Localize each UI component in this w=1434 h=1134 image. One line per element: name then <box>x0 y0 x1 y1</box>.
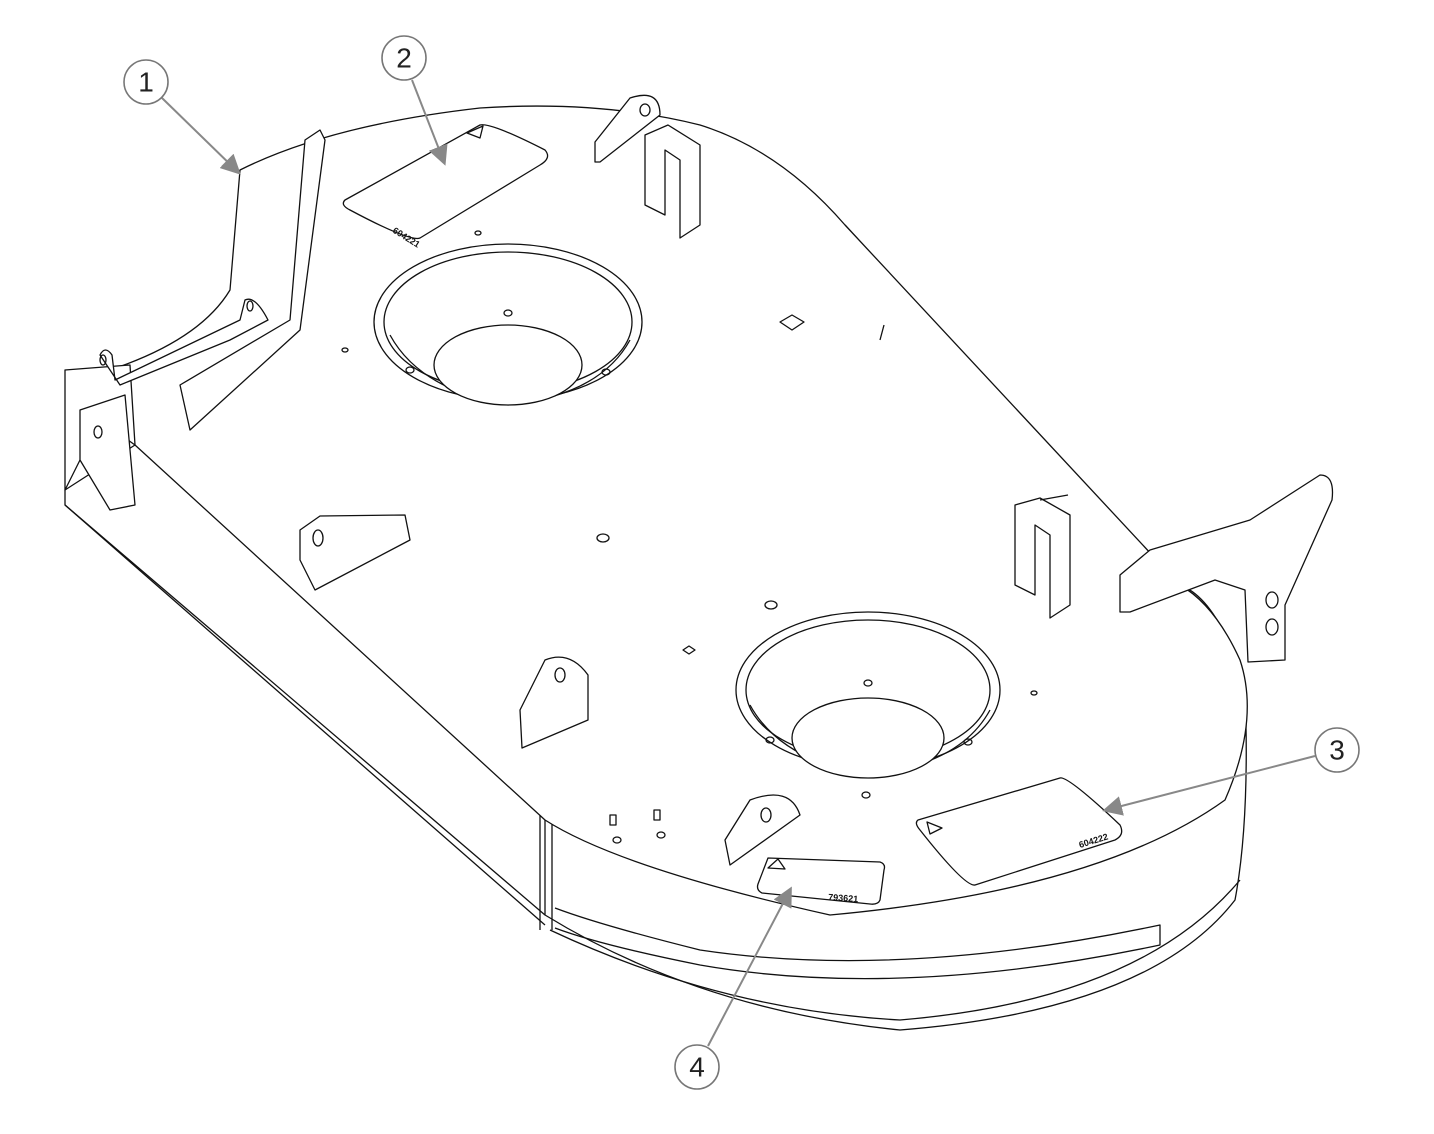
callout-3: 3 <box>1102 727 1360 816</box>
decal-part-number: 793621 <box>828 892 859 904</box>
deck-holes <box>341 230 1069 844</box>
callout-number: 2 <box>396 43 412 74</box>
rear-brackets <box>594 94 1071 619</box>
callout-number: 3 <box>1329 735 1345 766</box>
callout-number: 1 <box>138 67 154 98</box>
spindle-well-rear <box>373 243 643 406</box>
left-hitch-bracket <box>64 129 326 511</box>
callout-2: 2 <box>381 35 448 166</box>
spindle-well-front <box>735 611 1001 779</box>
deck-gussets <box>299 514 801 866</box>
callout-4: 4 <box>674 886 792 1090</box>
callout-number: 4 <box>689 1052 705 1083</box>
right-hitch-bracket <box>1119 474 1334 663</box>
decal-604222: 604222 <box>915 777 1123 886</box>
callout-1: 1 <box>123 59 241 175</box>
